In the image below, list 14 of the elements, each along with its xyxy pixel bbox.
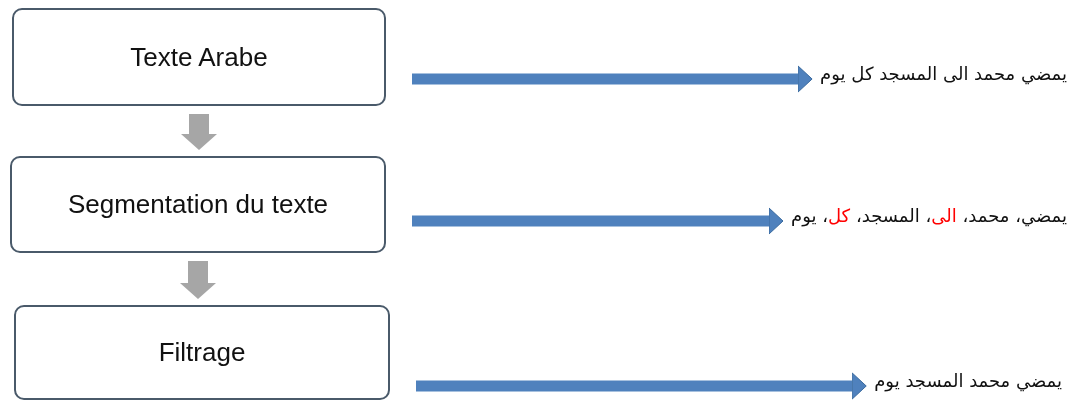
block-arrow xyxy=(416,372,867,400)
block-arrow xyxy=(180,261,216,299)
block-arrow xyxy=(412,65,813,93)
box-label: Filtrage xyxy=(158,337,246,368)
process-box xyxy=(12,8,386,106)
box-label: Texte Arabe xyxy=(130,41,268,73)
process-box xyxy=(14,305,390,400)
arabic-text: يمضي محمد المسجد يوم xyxy=(874,369,1062,391)
box-label: Segmentation du texte xyxy=(67,189,329,220)
block-arrow xyxy=(181,114,217,150)
arabic-text: يمضي، محمد، الى، المسجد، كل، يوم xyxy=(791,204,1067,226)
arabic-text: يمضي محمد الى المسجد كل يوم xyxy=(820,62,1067,84)
block-arrow xyxy=(412,207,784,235)
process-box xyxy=(10,156,386,253)
